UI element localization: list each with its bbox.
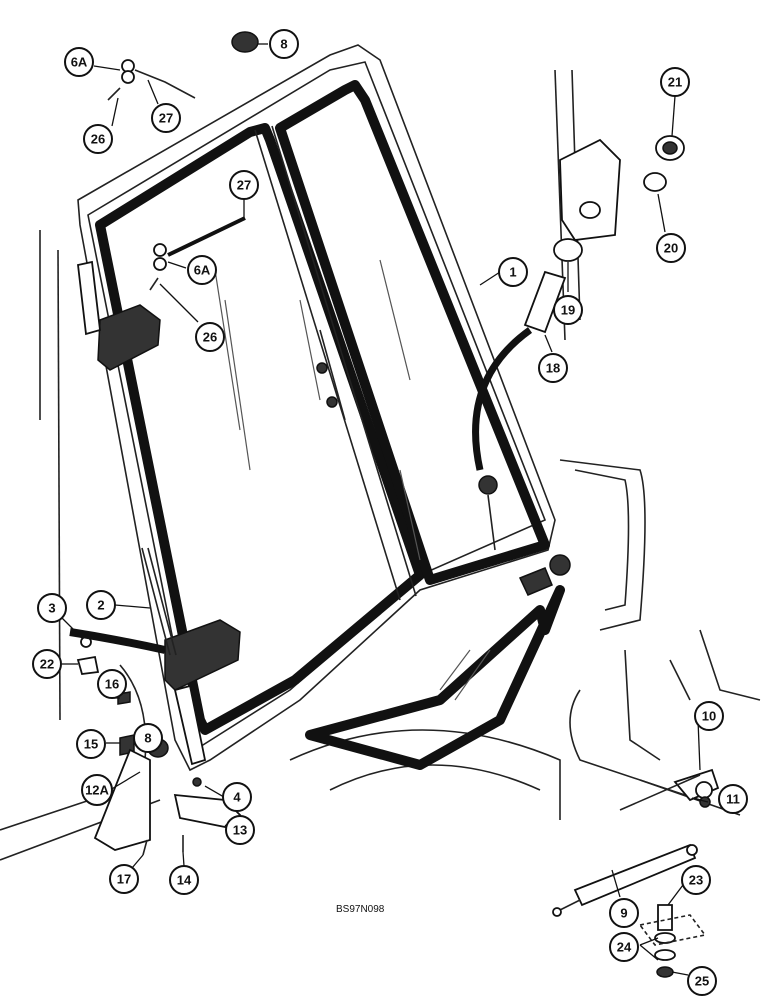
callout-14: 14 <box>169 865 199 895</box>
gas-strut-9 <box>573 843 697 907</box>
callout-24: 24 <box>609 932 639 962</box>
lower-hinge-pin <box>173 684 207 766</box>
callout-6a-mid: 6A <box>187 255 217 285</box>
callout-10: 10 <box>694 701 724 731</box>
door-hinges <box>77 260 241 766</box>
svg-text:6A: 6A <box>71 55 88 70</box>
svg-text:15: 15 <box>84 737 98 752</box>
svg-text:26: 26 <box>91 132 105 147</box>
callout-12a: 12A <box>81 774 113 806</box>
callout-1: 1 <box>498 257 528 287</box>
svg-text:11: 11 <box>726 792 740 807</box>
callout-6a-top: 6A <box>64 47 94 77</box>
svg-text:6A: 6A <box>194 263 211 278</box>
callout-8-lower: 8 <box>133 723 163 753</box>
svg-text:25: 25 <box>695 974 709 989</box>
callout-2: 2 <box>86 590 116 620</box>
svg-text:10: 10 <box>702 709 716 724</box>
svg-text:1: 1 <box>509 265 516 280</box>
callout-23: 23 <box>681 865 711 895</box>
door-rod <box>141 547 177 656</box>
drawing-caption: BS97N098 <box>336 904 385 915</box>
svg-text:22: 22 <box>40 657 54 672</box>
svg-text:16: 16 <box>105 677 119 692</box>
svg-text:3: 3 <box>48 601 55 616</box>
latch-hardware <box>316 327 571 596</box>
callout-26-mid: 26 <box>195 322 225 352</box>
svg-text:21: 21 <box>668 75 682 90</box>
callout-13: 13 <box>225 815 255 845</box>
callout-26-top: 26 <box>83 124 113 154</box>
cab-outline <box>0 69 761 861</box>
part-8-cap <box>231 31 259 53</box>
svg-text:12A: 12A <box>85 783 109 798</box>
callout-27-top: 27 <box>151 103 181 133</box>
callout-25: 25 <box>687 966 717 996</box>
top-ground-strap-parts <box>107 59 196 101</box>
callout-19: 19 <box>553 295 583 325</box>
callout-16: 16 <box>97 669 127 699</box>
svg-text:17: 17 <box>117 872 131 887</box>
svg-text:13: 13 <box>233 823 247 838</box>
callout-21: 21 <box>660 67 690 97</box>
door-frame <box>77 44 565 772</box>
svg-text:14: 14 <box>177 873 192 888</box>
part-23-bolt <box>657 904 673 931</box>
callout-27-mid: 27 <box>229 170 259 200</box>
svg-text:27: 27 <box>237 178 251 193</box>
svg-text:26: 26 <box>203 330 217 345</box>
callout-15: 15 <box>76 729 106 759</box>
part-11 <box>699 796 711 808</box>
svg-text:8: 8 <box>280 37 287 52</box>
part-10-bracket <box>673 768 720 802</box>
lower-right-hardware <box>552 768 720 978</box>
lower-hinge <box>164 619 241 691</box>
upper-hinge-pin <box>77 260 101 336</box>
svg-text:24: 24 <box>617 940 632 955</box>
svg-text:19: 19 <box>561 303 575 318</box>
callout-labels: 8 6A 27 26 21 20 27 6A 26 1 19 18 3 2 22… <box>32 29 748 996</box>
mid-ground-strap-parts <box>149 216 246 291</box>
svg-text:20: 20 <box>664 241 678 256</box>
callout-22: 22 <box>32 649 62 679</box>
callout-18: 18 <box>538 353 568 383</box>
callout-11: 11 <box>718 784 748 814</box>
svg-text:9: 9 <box>620 906 627 921</box>
leader-lines <box>61 43 709 976</box>
upper-hinge <box>97 304 161 371</box>
svg-text:4: 4 <box>233 790 241 805</box>
svg-text:23: 23 <box>689 873 703 888</box>
callout-17: 17 <box>109 864 139 894</box>
part-22 <box>76 655 100 675</box>
mounting-bracket-18-21 <box>523 135 685 334</box>
callout-20: 20 <box>656 233 686 263</box>
callout-8-top: 8 <box>269 29 299 59</box>
svg-text:2: 2 <box>97 598 104 613</box>
svg-text:27: 27 <box>159 111 173 126</box>
callout-3: 3 <box>37 593 67 623</box>
callout-4: 4 <box>222 782 252 812</box>
svg-text:18: 18 <box>546 361 560 376</box>
svg-text:8: 8 <box>144 731 151 746</box>
callout-9: 9 <box>609 898 639 928</box>
